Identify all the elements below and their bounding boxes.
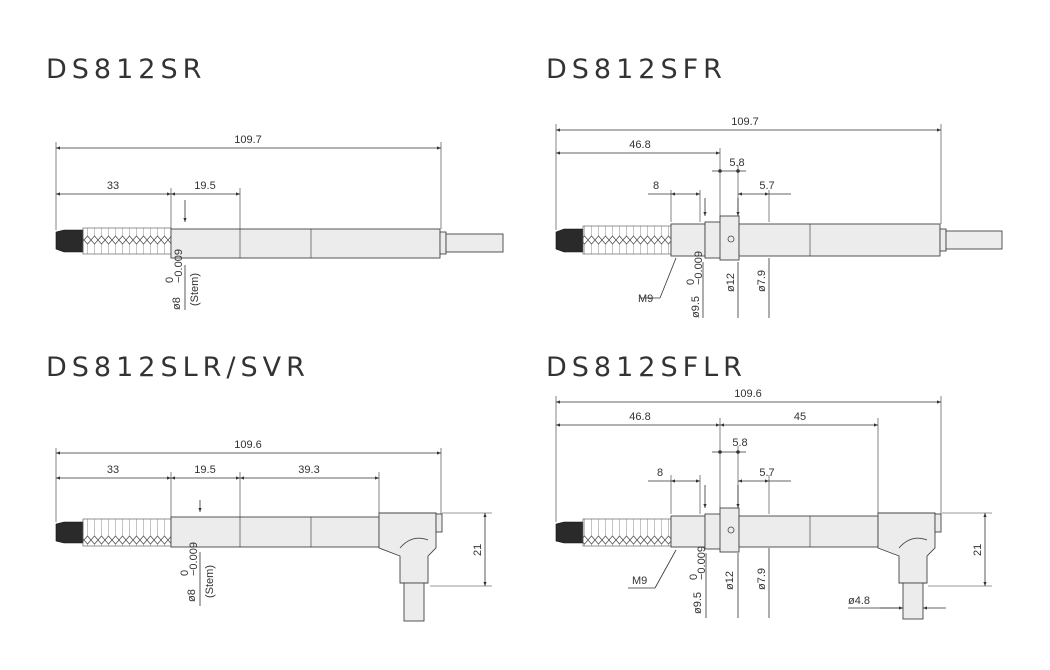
right-angle-head <box>877 512 936 584</box>
probe-tip <box>55 229 84 253</box>
dim-to-flange: 46.8 <box>629 411 650 423</box>
gauge-body <box>555 507 942 620</box>
dim-overall: 109.6 <box>234 439 262 451</box>
stem-tol-lower: −0.009 <box>173 249 185 283</box>
dim-to-stem: 33 <box>107 464 119 476</box>
dim-thread-length: 8 <box>653 180 659 192</box>
dia-9-5-tol-upper: 0 <box>685 279 697 285</box>
bellows <box>82 227 172 255</box>
bellows <box>82 518 172 547</box>
dia-9-5-tol-lower: −0.009 <box>693 251 705 285</box>
dim-body-length: 45 <box>794 411 806 423</box>
drawing-ds812sflr: 109.6 46.8 45 5.8 8 5.7 21 M9 ø9.5 0 −0.… <box>555 388 992 620</box>
dim-thread-length: 8 <box>657 467 663 479</box>
dim-flange-width: 5.8 <box>732 437 747 449</box>
cable <box>902 582 924 620</box>
dim-stem-length: 19.5 <box>194 464 215 476</box>
bellows <box>582 225 672 255</box>
flange <box>719 215 740 261</box>
dim-flange-offset: 5.7 <box>759 180 774 192</box>
clamp-ring <box>704 221 722 259</box>
dim-dia-9-5: ø9.5 <box>690 296 702 318</box>
stem-tol-upper: 0 <box>179 570 191 576</box>
drawing-ds812sfr: 109.7 46.8 5.8 8 5.7 M9 ø9.5 0 −0.009 ø1… <box>555 116 1003 318</box>
stem-tol-upper: 0 <box>164 277 176 283</box>
right-angle-head <box>378 512 437 584</box>
drawing-ds812sr: 109.7 33 19.5 ø8 0 −0.009 (Stem) <box>55 134 504 310</box>
dim-height: 21 <box>472 544 484 556</box>
probe-tip <box>55 521 84 544</box>
dim-cable-dia: ø4.8 <box>848 595 870 607</box>
probe-tip <box>555 521 584 544</box>
dim-flange-width: 5.8 <box>729 157 744 169</box>
dia-9-5-tol-lower: −0.009 <box>696 546 708 580</box>
stem-body <box>170 228 441 259</box>
label-thread: M9 <box>638 293 653 305</box>
dim-stem-diameter: ø8 <box>186 589 198 602</box>
stem-note: (Stem) <box>189 273 201 306</box>
dim-flange-offset: 5.7 <box>759 467 774 479</box>
cable <box>403 582 425 622</box>
body-tube <box>738 515 879 548</box>
stem-tol-lower: −0.009 <box>188 542 200 576</box>
model-title-ds812sfr: DS812SFR <box>546 54 727 85</box>
gauge-body <box>555 215 1003 261</box>
dim-to-flange: 46.8 <box>629 139 650 151</box>
model-title-ds812slr-svr: DS812SLR/SVR <box>46 352 310 383</box>
stem-body <box>170 516 380 548</box>
dim-overall: 109.6 <box>734 388 762 400</box>
label-thread: M9 <box>632 575 647 587</box>
dim-body-length: 39.3 <box>298 464 319 476</box>
model-title-ds812sflr: DS812SFLR <box>546 352 747 383</box>
dim-dia-7-9: ø7.9 <box>756 568 768 590</box>
m9-thread <box>670 223 706 257</box>
dim-height: 21 <box>972 544 984 556</box>
dim-overall: 109.7 <box>234 134 262 146</box>
cable <box>445 233 504 253</box>
probe-tip <box>555 228 584 253</box>
dim-overall: 109.7 <box>731 116 759 128</box>
dim-stem-length: 19.5 <box>194 180 215 192</box>
m9-thread <box>670 515 706 548</box>
stem-note: (Stem) <box>204 565 216 598</box>
gauge-body <box>55 512 443 622</box>
dim-to-stem: 33 <box>107 180 119 192</box>
dim-dia-12: ø12 <box>724 571 736 590</box>
flange <box>719 507 740 553</box>
drawing-ds812slr-svr: 109.6 33 19.5 39.3 21 ø8 0 −0.009 (Stem) <box>55 439 492 622</box>
model-title-ds812sr: DS812SR <box>46 54 207 85</box>
dim-dia-9-5: ø9.5 <box>692 592 704 614</box>
gauge-body <box>55 227 504 259</box>
dim-dia-12: ø12 <box>725 273 737 292</box>
bellows <box>582 518 672 547</box>
cable <box>945 230 1003 250</box>
body-tube <box>738 223 941 257</box>
dim-dia-7-9: ø7.9 <box>756 270 768 292</box>
dia-9-5-tol-upper: 0 <box>688 574 700 580</box>
dim-stem-diameter: ø8 <box>171 297 183 310</box>
clamp-ring <box>704 513 722 550</box>
